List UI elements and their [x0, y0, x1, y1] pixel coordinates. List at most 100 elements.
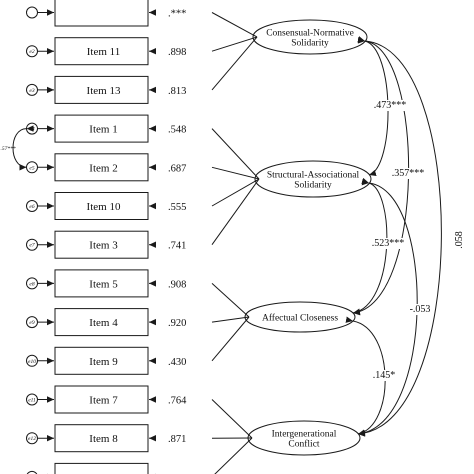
error-term-label: e3 — [29, 88, 34, 94]
item-box — [54, 192, 149, 220]
latent-factor-ellipse — [244, 301, 356, 333]
error-term-circle — [26, 354, 38, 367]
latent-factor-label: Intergenerational — [272, 430, 337, 440]
item-box — [54, 114, 149, 143]
loading-path — [214, 437, 253, 474]
loading-label: .555 — [168, 202, 186, 213]
error-term-label: e10 — [28, 359, 36, 365]
factor-correlation-label: .523*** — [372, 238, 405, 249]
factor-correlation-label-bg — [454, 230, 465, 250]
latent-factor-label: Affectual Closeness — [262, 313, 338, 324]
error-term-label: e4 — [29, 126, 34, 133]
error-covariance-label: .57*** — [0, 146, 15, 152]
error-covariance-path — [12, 125, 34, 171]
loading-label: .908 — [168, 279, 186, 290]
error-term-circle — [26, 393, 38, 406]
latent-factor-label: Solidarity — [294, 181, 332, 191]
loading-label: .764 — [168, 396, 187, 407]
latent-factor-ellipse — [254, 160, 372, 198]
loading-path — [211, 316, 250, 362]
latent-factor-label: Conflict — [288, 439, 319, 450]
factor-correlation-label: .473*** — [374, 100, 407, 111]
error-term-label: e7 — [29, 243, 34, 249]
error-term-label: e2 — [29, 49, 34, 55]
error-term-circle — [26, 200, 38, 212]
item-label: Item 3 — [89, 240, 118, 252]
loading-label: .741 — [168, 241, 186, 252]
item-label: Item 5 — [89, 278, 118, 290]
error-term-label: e11 — [28, 398, 36, 404]
error-term-circle — [26, 122, 38, 135]
factor-correlation-label: .058 — [454, 231, 465, 249]
loading-path — [211, 36, 258, 91]
latent-factor-label: Solidarity — [291, 39, 329, 49]
item-box — [54, 269, 149, 298]
loading-path — [211, 316, 250, 323]
error-term-label: e6 — [29, 204, 34, 210]
factor-correlation-label-bg — [372, 100, 408, 111]
item-box — [54, 424, 149, 453]
loading-label: .763 — [168, 473, 186, 474]
item-box — [54, 0, 149, 27]
loading-path — [211, 178, 260, 245]
loading-path — [211, 178, 260, 207]
item-label: Item 8 — [89, 433, 118, 445]
error-term-circle — [26, 83, 38, 96]
error-term-label: e8 — [29, 281, 34, 287]
item-label: Item 7 — [89, 395, 118, 407]
item-label: Item 11 — [87, 46, 121, 58]
error-term-label: e5 — [29, 165, 34, 171]
item-box — [54, 346, 149, 375]
factor-correlation-label-bg — [408, 304, 432, 315]
item-label: Item 2 — [89, 162, 117, 174]
loading-label: .898 — [168, 47, 186, 58]
loading-label: .430 — [168, 357, 186, 368]
loading-label: .*** — [168, 9, 186, 20]
loading-path — [211, 12, 258, 38]
error-term-circle — [26, 238, 38, 251]
latent-factor-ellipse — [247, 420, 361, 456]
loading-label: .871 — [168, 434, 186, 445]
error-term-circle — [26, 316, 38, 329]
loading-label: .813 — [168, 86, 186, 97]
item-box — [54, 308, 149, 337]
factor-correlation-label: .357*** — [392, 168, 425, 179]
error-term-circle — [26, 277, 38, 290]
error-term-circle — [26, 161, 38, 174]
loading-path — [211, 399, 253, 439]
item-label: Item 4 — [89, 317, 118, 329]
latent-factor-ellipse — [252, 19, 368, 55]
item-label: Item 13 — [87, 85, 121, 97]
latent-factor-label: Structural-Associational — [267, 171, 360, 181]
latent-factor-label: Consensual-Normative — [266, 29, 354, 39]
error-term-circle — [26, 470, 38, 474]
error-term-label: e9 — [29, 320, 34, 326]
factor-correlation-label-bg — [371, 370, 397, 381]
loading-label: .687 — [168, 163, 186, 174]
item-box — [54, 153, 149, 182]
error-term-circle — [26, 45, 38, 58]
item-box — [54, 37, 149, 66]
factor-correlation-label-bg — [370, 238, 406, 249]
factor-correlation-label: -.053 — [410, 304, 431, 315]
item-box — [54, 75, 149, 104]
item-label: Item 10 — [87, 201, 121, 213]
error-term-circle — [26, 6, 38, 19]
item-label: Item 1 — [89, 124, 117, 136]
loading-path — [211, 36, 258, 52]
error-term-circle — [26, 432, 38, 445]
factor-correlation-label: .145* — [373, 370, 396, 381]
loading-label: .548 — [168, 125, 186, 136]
loading-path — [211, 166, 260, 180]
item-label: Item 9 — [89, 356, 118, 368]
item-label: Item 6 — [89, 472, 118, 474]
item-box — [54, 385, 149, 414]
loading-path — [211, 128, 260, 180]
item-box — [54, 462, 149, 474]
factor-correlation-label-bg — [390, 168, 426, 179]
item-box — [54, 230, 149, 259]
loading-path — [211, 283, 250, 318]
error-term-label: e12 — [28, 436, 36, 442]
loading-label: .920 — [168, 318, 186, 329]
